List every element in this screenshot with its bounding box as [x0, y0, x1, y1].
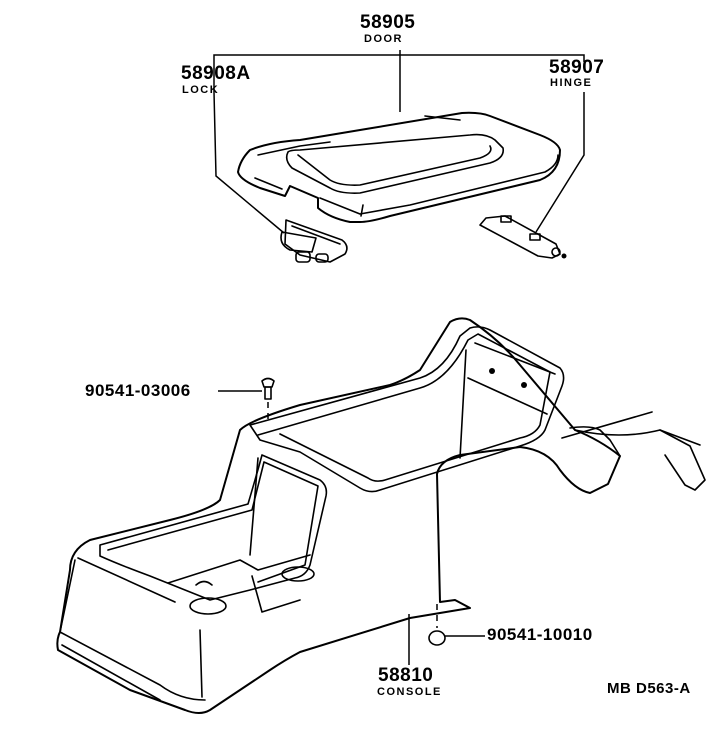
part-name-lock: LOCK	[182, 84, 220, 96]
console-drawing	[56, 317, 706, 714]
door-lid-drawing	[237, 111, 561, 223]
part-number-door: 58905	[360, 12, 416, 33]
part-name-console: CONSOLE	[377, 686, 442, 698]
screw-drawing	[218, 377, 275, 420]
console-leaders	[408, 604, 485, 665]
diagram-reference-code: MB D563-A	[607, 680, 691, 697]
part-number-lock: 58908A	[181, 63, 251, 84]
part-name-hinge: HINGE	[550, 77, 593, 89]
door-leader-lines	[213, 50, 585, 234]
hinge-drawing	[479, 215, 567, 259]
lock-drawing	[280, 219, 348, 263]
nut-drawing	[428, 630, 446, 646]
part-number-nut: 90541-10010	[487, 625, 593, 644]
part-number-screw: 90541-03006	[85, 381, 191, 400]
part-number-console: 58810	[378, 665, 434, 686]
part-name-door: DOOR	[364, 33, 403, 45]
part-number-hinge: 58907	[549, 57, 605, 78]
